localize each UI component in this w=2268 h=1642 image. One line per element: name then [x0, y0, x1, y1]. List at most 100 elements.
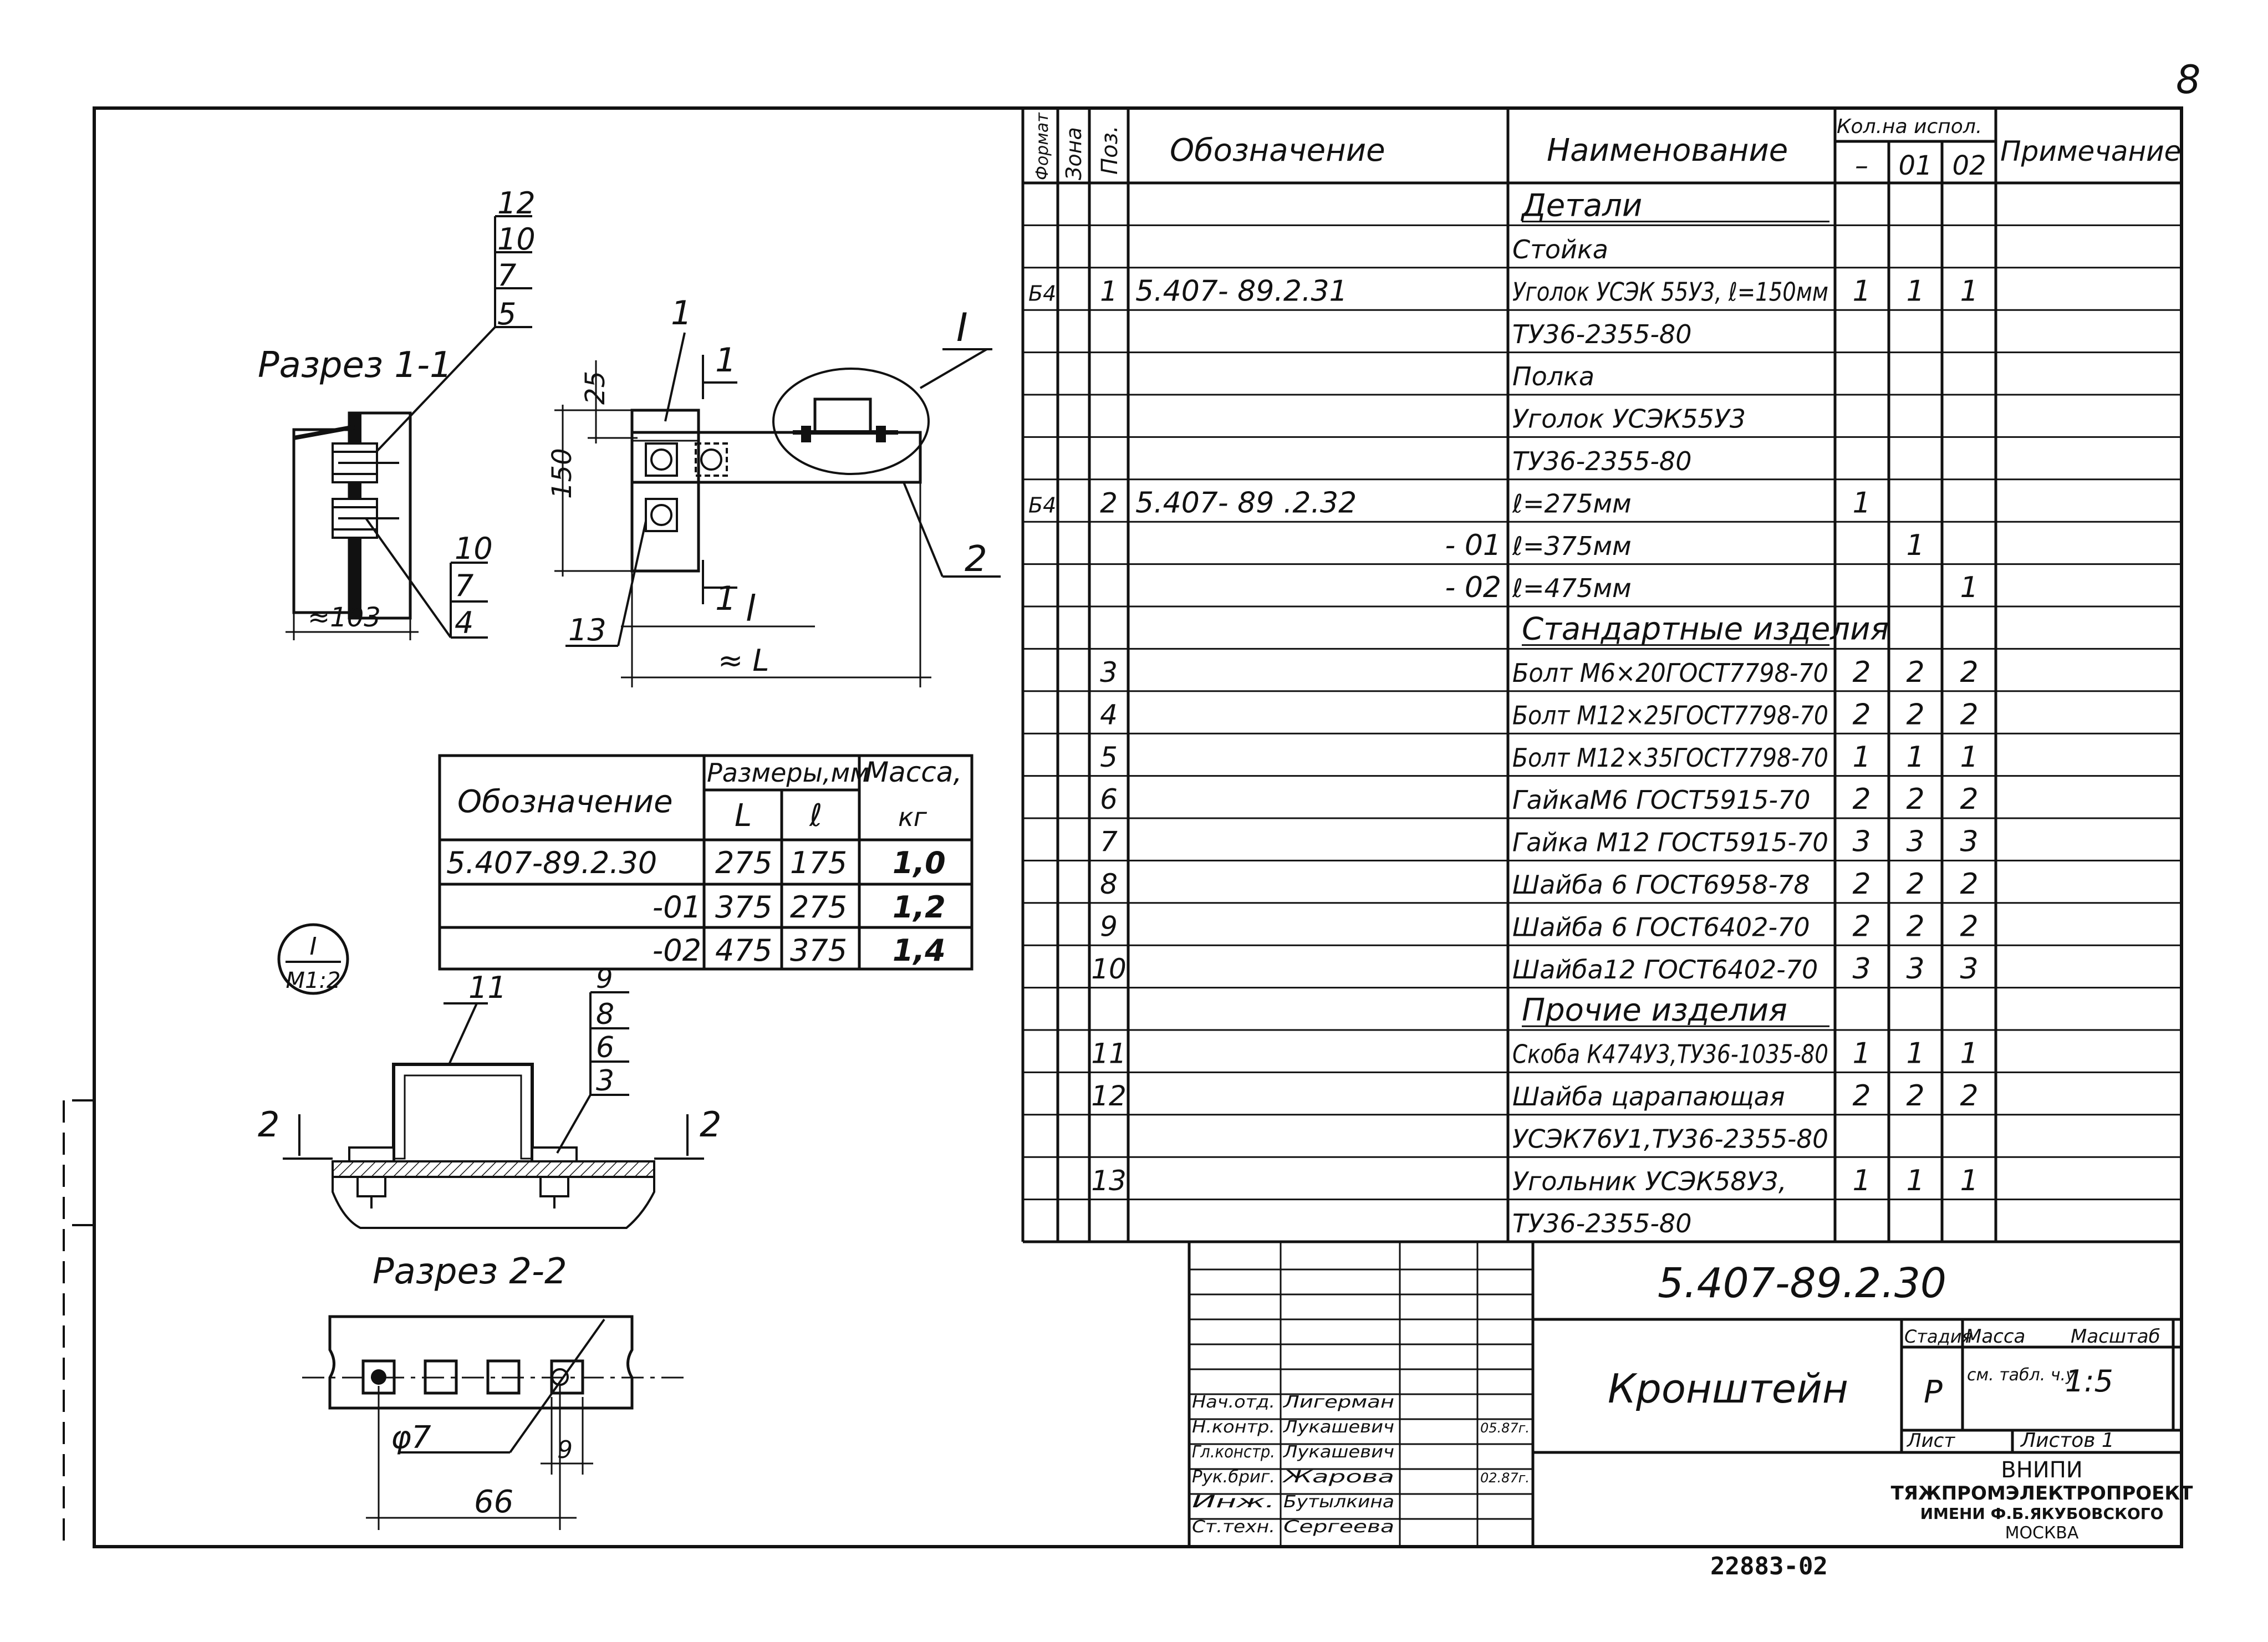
organization-name: ВНИПИ: [2001, 1457, 2082, 1483]
signer-row: Инж.Бутылкина: [1192, 1492, 1394, 1512]
spec-header-format: Формат: [1033, 112, 1052, 180]
spec-designation: - 01: [1445, 529, 1501, 562]
detail-marker-bottom: M1:2: [286, 968, 341, 993]
spec-name: Полка: [1512, 361, 1594, 391]
signer-row: Н.контр. Лукашевич 05.87г.: [1192, 1417, 1530, 1437]
spec-quantity: 1: [1960, 741, 1978, 774]
cut-mark-label: 2: [258, 1104, 279, 1145]
spec-quantity: 1: [1960, 274, 1978, 308]
spec-position: 12: [1091, 1080, 1127, 1112]
size-table-cell: 5.407-89.2.30: [446, 845, 657, 880]
size-table-header: L: [735, 798, 752, 834]
sheet-header: Лист: [1906, 1430, 1955, 1452]
spec-quantity: 2: [1906, 698, 1924, 731]
spec-quantity: 3: [1852, 952, 1871, 986]
signer-role: Н.контр.: [1192, 1417, 1275, 1437]
dimension-103: ≈103: [308, 602, 381, 633]
signer-role: Гл.констр.: [1192, 1442, 1275, 1462]
sheet-frame: [93, 106, 2183, 1548]
leader-label: 7: [497, 258, 516, 293]
spec-quantity: 1: [1852, 486, 1871, 519]
spec-row: Уголок УСЭК55У3: [1512, 404, 1746, 434]
spec-name: ℓ=475мм: [1512, 573, 1632, 603]
spec-position: 10: [1091, 953, 1127, 985]
leader-stack-top: [362, 215, 532, 467]
spec-quantity: 1: [1852, 274, 1871, 308]
size-table-header: Размеры,мм: [707, 758, 869, 788]
leader-label: 8: [596, 998, 614, 1031]
size-table-cell: -02: [653, 933, 701, 968]
size-table-cell: -01: [653, 890, 701, 925]
spec-name: Угольник УСЭК58У3,: [1512, 1166, 1787, 1196]
dimension-phi7: φ7: [391, 1420, 431, 1456]
spec-quantity: 1: [1906, 274, 1924, 308]
dimension-l: l: [746, 589, 756, 630]
spec-quantity: 3: [1852, 825, 1871, 859]
spec-quantity: 3: [1960, 825, 1978, 859]
signer-row: Ст.техн.Сергеева: [1192, 1517, 1394, 1537]
leader-label: 10: [497, 222, 536, 257]
spec-position: 3: [1100, 656, 1118, 689]
signer-row: Гл.констр. Лукашевич: [1192, 1442, 1394, 1462]
spec-quantity: 1: [1960, 1037, 1978, 1070]
spec-quantity: 1: [1960, 1164, 1978, 1197]
size-table-cell: 1,2: [893, 890, 946, 925]
position-label-1: 1: [671, 294, 692, 333]
spec-quantity: 1: [1960, 571, 1978, 604]
spec-name: Скоба К474У3,ТУ36-1035-80: [1512, 1039, 1828, 1069]
signer-name: Лукашевич: [1283, 1417, 1394, 1437]
spec-header-qty: Кол.на испол.: [1837, 115, 1982, 138]
signer-name: Сергеева: [1283, 1517, 1394, 1537]
spec-name: Гайка М12 ГОСТ5915-70: [1512, 828, 1828, 858]
spec-name: Шайба царапающая: [1512, 1082, 1785, 1111]
size-table-cell: 175: [790, 845, 847, 880]
spec-quantity: 1: [1852, 1164, 1871, 1197]
spec-name: ТУ36-2355-80: [1512, 1208, 1691, 1238]
size-table-cell: 275: [790, 890, 847, 925]
spec-quantity: 2: [1960, 1079, 1978, 1113]
archive-number: 22883-02: [1710, 1552, 1828, 1580]
size-table-header: кг: [898, 802, 927, 832]
leader-label: 12: [497, 186, 536, 221]
spec-quantity: 2: [1960, 783, 1978, 816]
signer-role: Нач.отд.: [1192, 1393, 1275, 1412]
cut-mark-label: 2: [700, 1104, 721, 1145]
spec-row: Стандартные изделия: [1522, 611, 1889, 647]
signer-date: 05.87г.: [1480, 1420, 1530, 1436]
size-table-header: Масса,: [865, 756, 962, 788]
signer-name: Лигерман: [1283, 1393, 1394, 1412]
spec-designation: 5.407- 89.2.31: [1135, 274, 1348, 308]
detail-I-marker: [277, 923, 349, 995]
leader-label: 6: [596, 1031, 614, 1064]
detail-I-view: I M1:2 11 2 2 9 8 6 3: [258, 923, 721, 1229]
spec-position: 11: [1091, 1038, 1127, 1070]
bolt-icon: [332, 442, 399, 539]
spec-quantity: 1: [1906, 529, 1924, 562]
size-table-header: Обозначение: [457, 784, 673, 820]
leader-label: 3: [596, 1064, 614, 1098]
spec-quantity: 2: [1906, 868, 1924, 901]
specification-table: Формат Зона Поз. Обозначение Наименовани…: [1021, 108, 2182, 1243]
spec-row: - 01 ℓ=375мм 1: [1445, 529, 1925, 562]
spec-quantity: 2: [1906, 783, 1924, 816]
spec-row: ТУ36-2355-80: [1512, 446, 1691, 476]
spec-quantity: 2: [1852, 698, 1871, 731]
spec-quantity: 2: [1852, 656, 1871, 689]
dimension-66: 66: [474, 1484, 513, 1520]
spec-quantity: 2: [1906, 1079, 1924, 1113]
signer-name: Лукашевич: [1283, 1442, 1394, 1462]
bracket-post: [630, 409, 700, 573]
spec-name: ℓ=375мм: [1512, 531, 1632, 561]
spec-header-designation: Обозначение: [1170, 132, 1385, 169]
mass-header: Масса: [1965, 1325, 2025, 1348]
position-label-13: 13: [568, 613, 607, 647]
detail-I-callout-ellipse: [772, 368, 930, 475]
size-table-cell: 1,0: [893, 845, 946, 880]
spec-quantity: 2: [1906, 910, 1924, 943]
spec-quantity: 2: [1960, 698, 1978, 731]
cut-mark-label: 1: [715, 579, 736, 618]
